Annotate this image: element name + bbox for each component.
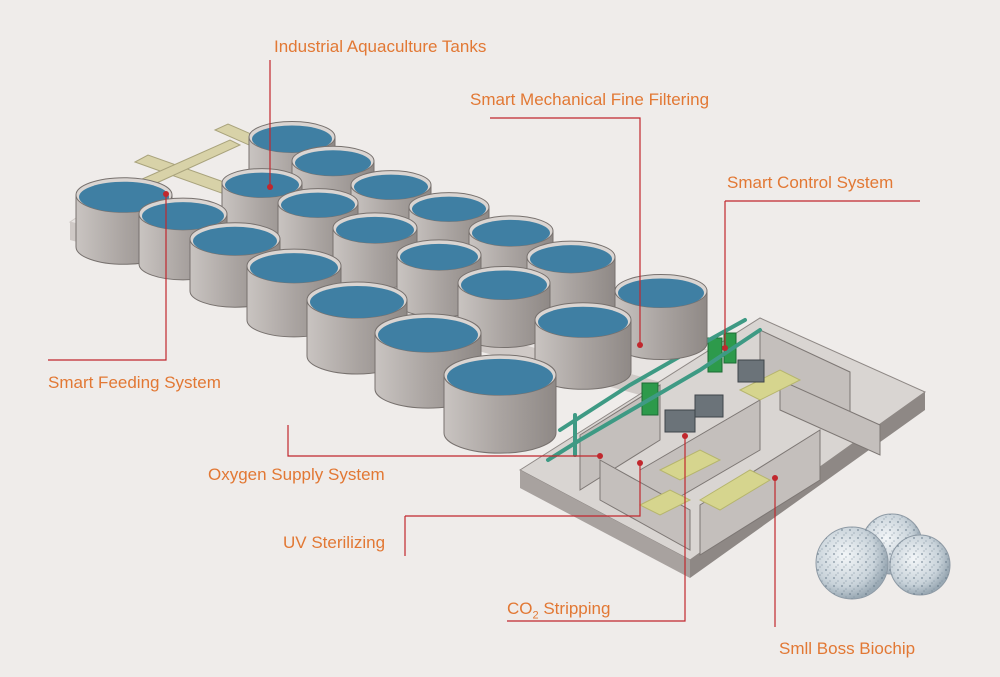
treatment-building <box>519 317 926 578</box>
leader-line-uv <box>404 463 641 556</box>
leader-line-oxygen <box>287 425 600 457</box>
label-smart-feeding-system: Smart Feeding System <box>48 373 221 392</box>
biochip-discs <box>815 513 951 600</box>
label-uv-sterilizing: UV Sterilizing <box>283 533 386 552</box>
tank <box>534 302 632 390</box>
leader-lines <box>48 60 920 627</box>
co2-text: CO <box>507 599 533 618</box>
leader-line-filtering <box>490 117 641 345</box>
aquaculture-tanks <box>75 121 708 454</box>
label-industrial-aquaculture-tanks: Industrial Aquaculture Tanks <box>274 37 487 56</box>
leader-dots <box>163 184 778 481</box>
tank <box>457 265 551 349</box>
tank <box>443 354 557 454</box>
label-co2-stripping: CO2 Stripping <box>507 599 610 625</box>
label-smart-mechanical-fine-filtering: Smart Mechanical Fine Filtering <box>470 90 710 109</box>
leader-line-co2 <box>507 436 686 622</box>
stripping-text: Stripping <box>538 599 611 618</box>
label-smll-boss-biochip: Smll Boss Biochip <box>779 639 916 658</box>
leader-line-feeding <box>48 194 167 361</box>
tank <box>332 212 418 290</box>
co2-subscript: 2 <box>532 609 539 622</box>
label-oxygen-supply-system: Oxygen Supply System <box>208 465 385 484</box>
label-smart-control-system: Smart Control System <box>727 173 894 192</box>
